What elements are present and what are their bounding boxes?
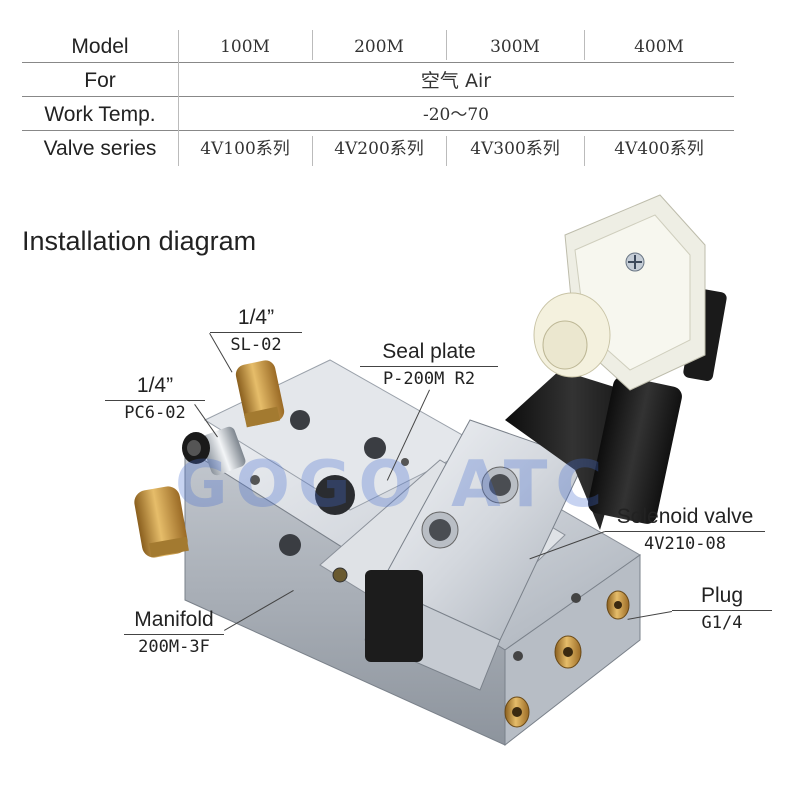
port-hole: [364, 437, 386, 459]
din-connector: [533, 194, 706, 391]
mount-hole: [401, 458, 409, 466]
callout-name: Seal plate: [382, 340, 476, 363]
spec-cell: 4V100系列: [200, 139, 290, 159]
spec-cell: 400M: [634, 37, 684, 57]
table-divider: [178, 30, 179, 166]
table-divider: [312, 30, 313, 60]
table-divider: [584, 136, 585, 166]
mount-hole: [250, 475, 260, 485]
callout-name: Plug: [700, 584, 744, 607]
silencer: [134, 486, 189, 558]
callout-size: 1/4”: [237, 306, 275, 329]
callout-plug: Plug G1/4: [672, 584, 772, 633]
callout-fitting: 1/4” PC6-02: [105, 374, 205, 423]
spec-cell: 4V300系列: [470, 139, 560, 159]
spec-cell: 300M: [490, 37, 540, 57]
spec-row-temp: Work Temp. -20～70: [22, 98, 734, 132]
silencer: [235, 360, 285, 428]
table-divider: [22, 96, 734, 97]
watermark: GOGO ATC: [175, 448, 611, 522]
callout-silencer: 1/4” SL-02: [210, 306, 302, 355]
plug: [504, 590, 630, 728]
callout-seal-plate: Seal plate P-200M R2: [360, 340, 498, 389]
spec-cell-medium: 空气 Air: [420, 70, 492, 92]
callout-size: 1/4”: [136, 374, 174, 397]
spec-cell: 200M: [354, 37, 404, 57]
spec-cell: 100M: [220, 37, 270, 57]
spec-cell-temp: -20～70: [422, 105, 489, 125]
callout-part-number: PC6-02: [124, 403, 186, 423]
table-divider: [22, 130, 734, 131]
table-divider: [446, 30, 447, 60]
callout-solenoid-valve: Solenoid valve 4V210-08: [605, 505, 765, 554]
table-divider: [584, 30, 585, 60]
spec-row-series: Valve series 4V100系列 4V200系列 4V300系列 4V4…: [22, 132, 734, 166]
callout-name: Solenoid valve: [616, 505, 754, 528]
callout-name: Manifold: [134, 608, 214, 631]
spec-row-for: For 空气 Air: [22, 64, 734, 98]
spec-cell: 4V200系列: [334, 139, 424, 159]
spec-label-model: Model: [71, 35, 129, 58]
port-hole: [290, 410, 310, 430]
callout-part-number: G1/4: [701, 613, 743, 633]
callout-manifold: Manifold 200M-3F: [124, 608, 224, 657]
spec-row-model: Model 100M 200M 300M 400M: [22, 30, 734, 64]
spec-label-series: Valve series: [43, 137, 157, 160]
callout-part-number: 200M-3F: [138, 637, 210, 657]
table-divider: [312, 136, 313, 166]
manual-override-cap: [365, 570, 423, 662]
spec-label-for: For: [84, 69, 116, 92]
callout-part-number: 4V210-08: [644, 534, 726, 554]
table-divider: [446, 136, 447, 166]
diagram-title: Installation diagram: [22, 226, 257, 256]
callout-part-number: SL-02: [230, 335, 282, 355]
mount-hole: [513, 651, 523, 661]
spec-label-temp: Work Temp.: [44, 103, 156, 126]
spec-cell: 4V400系列: [614, 139, 704, 159]
push-in-fitting: [182, 426, 246, 476]
table-divider: [22, 62, 734, 63]
port-hole: [315, 475, 355, 515]
mount-hole: [571, 593, 581, 603]
callout-part-number: P-200M R2: [382, 369, 476, 389]
solenoid-valve: [364, 289, 727, 691]
port-hole: [279, 534, 301, 556]
